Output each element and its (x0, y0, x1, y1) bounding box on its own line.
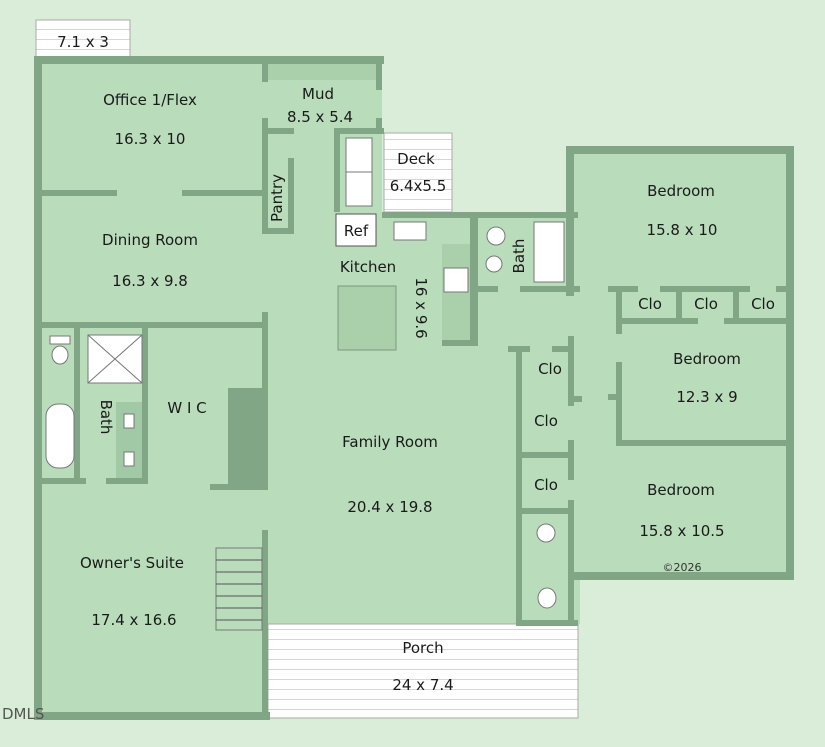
bedroom1-name: Bedroom (647, 182, 715, 200)
owners-suite-size: 17.4 x 16.6 (91, 611, 176, 629)
sink-icon (393, 221, 427, 241)
owners-suite-name: Owner's Suite (80, 554, 184, 572)
bedroom3-name: Bedroom (647, 481, 715, 499)
kitchen-size: 16 x 9.6 (412, 277, 430, 338)
porch (267, 623, 579, 719)
closet-label: Clo (534, 476, 558, 494)
walls (34, 56, 794, 720)
washer-icon (345, 137, 373, 173)
kitchen-island (337, 285, 397, 351)
bathtub-icon (45, 403, 75, 469)
closet-label: Clo (751, 295, 775, 313)
tub-icon (533, 221, 565, 283)
office-size: 16.3 x 10 (115, 130, 186, 148)
toilet-icon (537, 587, 557, 609)
wic-name: W I C (167, 399, 206, 417)
closet-label: Clo (694, 295, 718, 313)
dining-name: Dining Room (102, 231, 198, 249)
room-fills (36, 58, 792, 718)
bedroom2-name: Bedroom (673, 350, 741, 368)
balcony (35, 19, 131, 59)
fixtures (45, 137, 565, 631)
sink-icon (536, 523, 556, 543)
deck (383, 132, 453, 213)
porch-name: Porch (402, 639, 443, 657)
room-labels: 7.1 x 3 Office 1/Flex 16.3 x 10 Mud 8.5 … (2, 33, 775, 723)
pantry-name: Pantry (268, 174, 286, 222)
bedroom2-size: 12.3 x 9 (676, 388, 737, 406)
refrigerator-icon (335, 213, 377, 247)
deck-name: Deck (397, 150, 435, 168)
hall-bath-name: Bath (510, 239, 528, 274)
dining-size: 16.3 x 9.8 (112, 272, 188, 290)
toilet-icon (51, 345, 69, 365)
sink-icon (485, 255, 503, 273)
family-size: 20.4 x 19.8 (347, 498, 432, 516)
mud-name: Mud (302, 85, 334, 103)
toilet-icon (486, 226, 506, 246)
family-name: Family Room (342, 433, 438, 451)
balcony-size: 7.1 x 3 (57, 33, 109, 51)
closet-label: Clo (538, 360, 562, 378)
dryer-icon (345, 171, 373, 207)
bedroom1-size: 15.8 x 10 (647, 221, 718, 239)
office-name: Office 1/Flex (103, 91, 197, 109)
kitchen-name: Kitchen (340, 258, 396, 276)
mud-size: 8.5 x 5.4 (287, 108, 353, 126)
closet-label: Clo (534, 412, 558, 430)
closet-label: Clo (638, 295, 662, 313)
copyright: ©2026 (663, 561, 702, 574)
ref-label: Ref (344, 222, 369, 240)
bedroom3-size: 15.8 x 10.5 (639, 522, 724, 540)
stairs-icon (215, 547, 263, 631)
stove-icon (443, 267, 469, 293)
deck-size: 6.4x5.5 (390, 177, 447, 195)
porch-size: 24 x 7.4 (392, 676, 453, 694)
watermark: DMLS (2, 705, 44, 723)
owner-bath-name: Bath (97, 400, 115, 435)
